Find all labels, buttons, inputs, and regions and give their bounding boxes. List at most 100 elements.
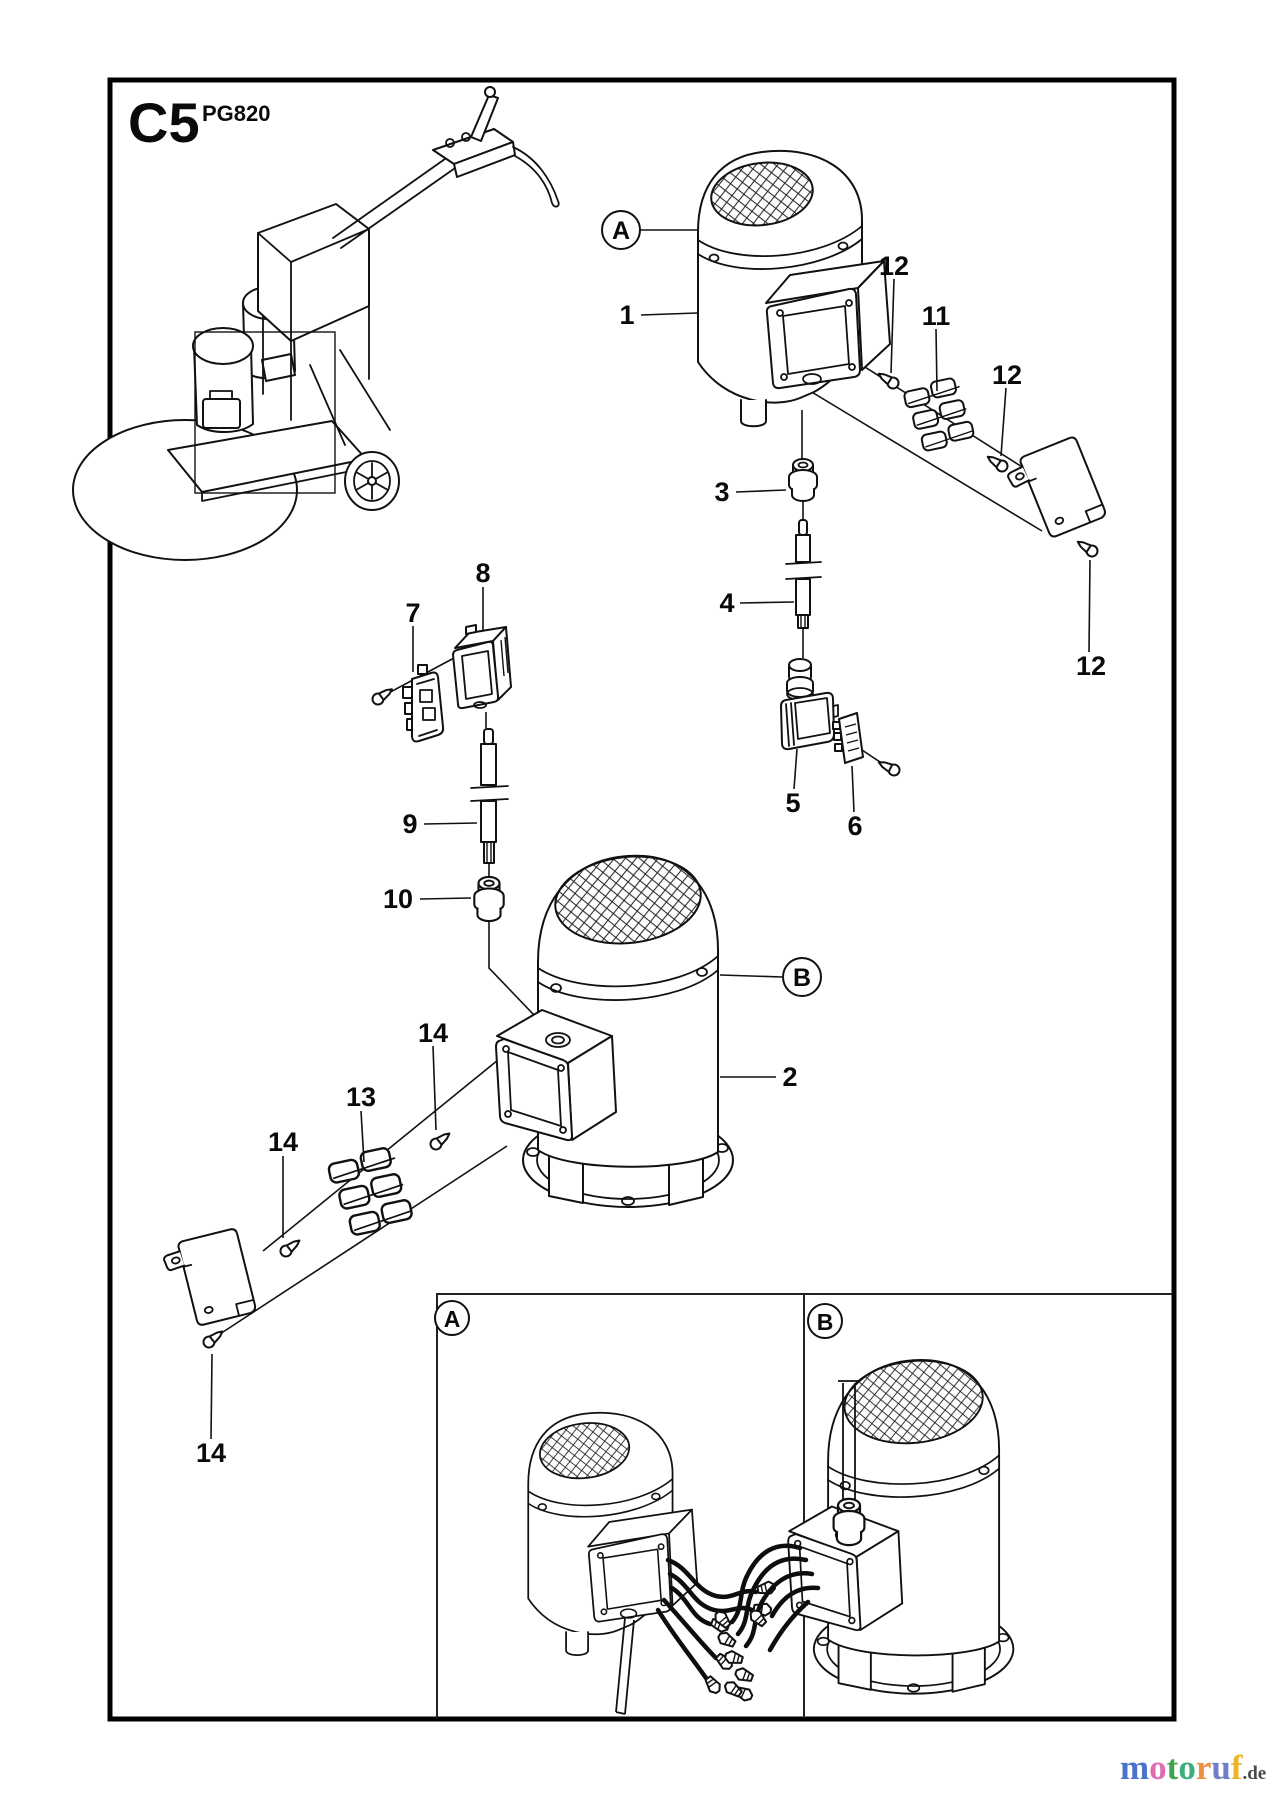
inset-a-motor [527, 1411, 699, 1656]
part-5-connector-housing-shape [788, 658, 812, 672]
leader-lines-shape [360, 1110, 365, 1163]
machine-thumbnail-shape [445, 138, 455, 148]
part-5-connector-housing-shape [832, 704, 839, 718]
machine-thumbnail-shape [367, 476, 377, 486]
watermark-letter-t: t [1166, 1748, 1179, 1787]
cover-plate-motor-1 [1002, 434, 1108, 546]
part-7-terminal-strip-shape [402, 686, 413, 699]
inset-a-detail-shape [655, 1607, 709, 1681]
callout-part-5-4: 5 [785, 788, 800, 818]
machine-thumbnail-shape [512, 146, 560, 208]
callout-part-9-8: 9 [402, 809, 417, 839]
leader-lines-shape [735, 489, 787, 493]
part-4-shaft-shape [785, 561, 822, 580]
machine-thumbnail-shape [484, 86, 496, 98]
inset-a-detail-shape [615, 1711, 626, 1715]
part-5-connector-housing-shape [785, 702, 795, 747]
inset-b-cable-gland [832, 1497, 866, 1547]
inset-b-detail-shape [767, 1599, 811, 1653]
leader-lines-shape [890, 278, 895, 374]
watermark-letter-m: m [1120, 1748, 1150, 1787]
inset-a-detail-shape [669, 1585, 713, 1627]
callout-part-6-5: 6 [847, 811, 862, 841]
leader-lines-shape [640, 312, 698, 316]
screw-part-7 [369, 683, 397, 708]
part-6-connector-shape [833, 732, 842, 741]
machine-thumbnail-shape [209, 390, 233, 400]
machine-thumbnail-shape [202, 398, 241, 429]
part-5-connector-housing-shape [794, 697, 831, 740]
machine-thumbnail-shape [261, 353, 296, 382]
page-code: C5 [128, 91, 200, 154]
page-border [107, 77, 1177, 1722]
callout-part-14-17: 14 [196, 1438, 226, 1468]
part-5-connector-housing-shape [786, 676, 814, 698]
part-4-shaft-shape [797, 614, 809, 629]
watermark-letter-o: o [1178, 1748, 1196, 1787]
callout-part-7-6: 7 [405, 598, 420, 628]
part-8-housing-shape [461, 650, 493, 700]
watermark-brand: motoruf [1120, 1748, 1242, 1787]
screw-part-6 [875, 756, 903, 779]
leader-lines-shape [935, 328, 938, 392]
part-9-shaft-shape [483, 841, 495, 864]
inset-b-marker-shape [807, 1303, 843, 1339]
part-9-shaft-shape [480, 743, 497, 786]
inset-b-detail [711, 1353, 1015, 1700]
part-4-shaft-shape [795, 534, 811, 563]
callout-part-4-3: 4 [719, 588, 734, 618]
leader-lines-shape [719, 974, 783, 978]
inset-a-marker-shape [434, 1300, 470, 1336]
part-6-connector-shape [838, 712, 864, 764]
inset-b-detail-shape [743, 1571, 815, 1649]
part-10-cable-gland [473, 875, 505, 923]
part-7-terminal-strip-shape [411, 671, 445, 743]
screw-12-c [1073, 536, 1101, 560]
callout-part-1-0: 1 [619, 300, 634, 330]
section-marker-a: A [601, 210, 641, 250]
part-8-housing-shape [473, 701, 487, 709]
section-marker-b: B [782, 957, 822, 997]
inset-a-label: A [444, 1306, 461, 1332]
assembly-lines-shape [219, 1145, 508, 1335]
machine-thumbnail [72, 86, 560, 561]
watermark-letter-r: r [1195, 1748, 1212, 1787]
machine-thumbnail-shape [353, 460, 391, 502]
callout-part-8-7: 8 [475, 558, 490, 588]
cover-plate-motor-2 [159, 1227, 258, 1332]
inset-panels: A B [434, 1293, 1172, 1718]
part-9-shaft-shape [470, 785, 509, 802]
page-model: PG820 [202, 101, 271, 126]
leader-lines-shape [1000, 387, 1007, 457]
leader-lines-shape [793, 748, 798, 790]
machine-thumbnail-shape [332, 153, 459, 249]
thumbnail-highlight-box [194, 331, 336, 494]
part-5-connector-housing [780, 658, 839, 751]
part-6-connector-shape [844, 723, 860, 752]
callout-part-10-9: 10 [383, 884, 413, 914]
leader-lines-shape [432, 1045, 437, 1131]
leader-lines-shape [423, 822, 478, 825]
part-4-shaft-shape [795, 578, 811, 616]
inset-b-marker: B [807, 1303, 843, 1339]
part-7-terminal-strip [402, 664, 445, 743]
part-6-connector [832, 712, 864, 764]
leader-lines-shape [210, 1353, 213, 1440]
callout-part-2-1: 2 [782, 1062, 797, 1092]
leader-lines [210, 229, 1091, 1440]
part-9-shaft-shape [483, 728, 494, 745]
part-8-housing-shape [452, 640, 500, 710]
part-4-shaft [785, 519, 822, 629]
inset-b-detail-shape [732, 1665, 756, 1685]
inset-a-detail-shape [661, 1597, 719, 1661]
part-8-housing-shape [500, 636, 509, 677]
callout-part-14-16: 14 [268, 1127, 298, 1157]
motor-1 [697, 149, 891, 428]
callout-part-13-14: 13 [346, 1082, 376, 1112]
part-9-shaft-shape [480, 800, 497, 843]
machine-thumbnail-shape [192, 327, 254, 365]
inset-b-detail-shape [715, 1629, 738, 1651]
inset-b-detail-shape [735, 1556, 809, 1637]
part-8-housing [452, 624, 512, 710]
screw-12-a [874, 368, 902, 392]
